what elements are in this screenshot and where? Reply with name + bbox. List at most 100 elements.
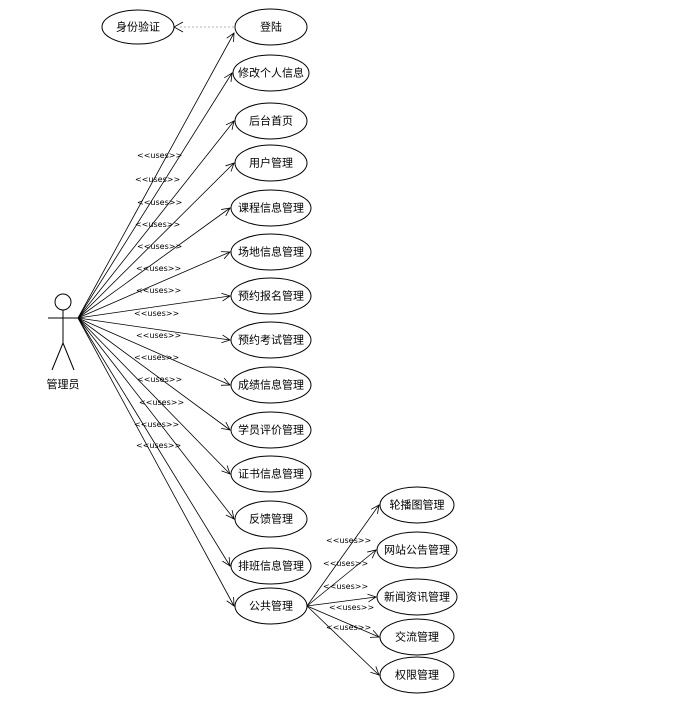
sub-use-case-label: 轮播图管理 xyxy=(390,498,445,512)
association-arrowhead xyxy=(225,120,235,130)
association-arrowhead xyxy=(225,162,235,172)
sub-association-line xyxy=(306,605,380,638)
stereotype-label: <<uses>> xyxy=(137,198,182,207)
sub-use-case-label: 交流管理 xyxy=(395,630,439,644)
stereotype-label: <<uses>> xyxy=(134,309,179,318)
stereotype-label: <<uses>> xyxy=(137,151,182,160)
stereotype-label: <<uses>> xyxy=(134,420,179,429)
association-line xyxy=(77,317,235,607)
sub-association-arrowhead xyxy=(369,629,380,638)
sub-use-case-ellipse xyxy=(379,618,455,656)
sub-stereotype-label: <<uses>> xyxy=(326,623,371,632)
sub-use-case-ellipse xyxy=(379,656,455,694)
use-case-label: 预约报名管理 xyxy=(238,289,304,303)
actor-head xyxy=(54,293,72,311)
sub-association-line xyxy=(306,605,380,676)
sub-stereotype-label: <<uses>> xyxy=(323,559,368,568)
association-line xyxy=(77,251,231,319)
public-sub-stereotypes: <<uses>> <<uses>> <<uses>> <<uses>> <<uses>> xyxy=(323,536,374,632)
association-line xyxy=(77,32,235,319)
association-line xyxy=(77,317,231,431)
association-arrowhead xyxy=(220,377,231,386)
use-case-ellipse xyxy=(234,500,308,538)
association-line xyxy=(77,317,235,520)
association-line xyxy=(77,317,231,341)
main-use-cases: 登陆修改个人信息后台首页用户管理课程信息管理场地信息管理预约报名管理预约考试管理… xyxy=(230,8,312,625)
stereotype-label: <<uses>> xyxy=(136,441,181,450)
sub-association-line xyxy=(306,504,380,607)
sub-use-case-ellipse xyxy=(376,578,458,616)
actor-name: 管理员 xyxy=(47,377,80,391)
use-case-ellipse xyxy=(230,455,312,493)
use-case-label: 学员评价管理 xyxy=(238,423,304,437)
association-arrowhead xyxy=(226,32,235,43)
use-case-auth xyxy=(101,9,175,45)
association-arrowhead xyxy=(221,465,231,475)
use-case-label: 排班信息管理 xyxy=(238,559,304,573)
association-arrowhead xyxy=(221,334,231,344)
actor-left-leg xyxy=(51,342,64,371)
sub-use-case-label: 新闻资讯管理 xyxy=(384,590,450,604)
association-line xyxy=(77,295,231,319)
sub-association-arrowhead xyxy=(370,504,380,514)
sub-association-arrowhead xyxy=(367,549,377,559)
use-case-ellipse xyxy=(232,54,310,92)
sub-stereotype-label: <<uses>> xyxy=(329,603,374,612)
association-arrowhead xyxy=(221,421,231,431)
association-line xyxy=(77,317,231,386)
use-case-label: 证书信息管理 xyxy=(238,467,304,481)
association-lines xyxy=(77,32,235,607)
stereotype-label: <<uses>> xyxy=(134,353,179,362)
auth-relation: 身份验证 xyxy=(101,9,235,45)
association-line xyxy=(77,317,231,567)
stereotype-label: <<uses>> xyxy=(136,331,181,340)
use-case-label: 登陆 xyxy=(260,20,282,34)
use-case-label: 公共管理 xyxy=(249,599,293,613)
use-case-ellipse xyxy=(230,411,312,449)
use-case-ellipse xyxy=(230,233,312,271)
stereotype-label: <<uses>> xyxy=(136,286,181,295)
association-arrowhead xyxy=(220,251,231,260)
stereotype-label: <<uses>> xyxy=(139,398,184,407)
use-case-label: 预约考试管理 xyxy=(238,333,304,347)
association-arrowhead xyxy=(226,596,235,607)
association-arrowhead xyxy=(221,292,231,302)
actor-right-leg xyxy=(62,342,75,371)
sub-use-case-label: 权限管理 xyxy=(395,668,439,682)
use-case-ellipse xyxy=(230,189,312,227)
use-case-label: 课程信息管理 xyxy=(238,201,304,215)
use-case-auth-label: 身份验证 xyxy=(116,20,160,34)
public-sub-lines xyxy=(306,504,380,676)
use-case-label: 用户管理 xyxy=(249,156,293,170)
association-arrowhead xyxy=(224,72,233,82)
association-line xyxy=(77,317,231,475)
association-line xyxy=(77,162,235,319)
use-case-ellipse xyxy=(234,144,308,182)
stereotype-label: <<uses>> xyxy=(136,264,181,273)
association-arrowhead xyxy=(221,207,231,217)
use-case-ellipse xyxy=(230,547,312,585)
use-case-label: 修改个人信息 xyxy=(238,66,304,80)
sub-association-arrowhead xyxy=(370,666,380,676)
sub-association-arrowhead xyxy=(367,593,377,603)
stereotype-label: <<uses>> xyxy=(135,220,180,229)
sub-stereotype-label: <<uses>> xyxy=(326,536,371,545)
sub-stereotype-label: <<uses>> xyxy=(323,582,368,591)
stereotype-label: <<uses>> xyxy=(135,175,180,184)
sub-association-line xyxy=(306,596,377,607)
use-case-ellipse xyxy=(230,321,312,359)
association-line xyxy=(77,120,235,319)
association-line xyxy=(77,207,231,319)
stereotype-label: <<uses>> xyxy=(137,375,182,384)
use-case-label: 成绩信息管理 xyxy=(238,378,304,392)
use-case-ellipse xyxy=(234,8,308,46)
use-case-ellipse xyxy=(230,366,312,404)
association-line xyxy=(77,72,233,319)
sub-use-case-label: 网站公告管理 xyxy=(384,543,450,557)
sub-association-line xyxy=(306,549,377,607)
sub-use-case-ellipse xyxy=(379,486,455,524)
use-case-ellipse xyxy=(234,102,308,140)
use-case-label: 反馈管理 xyxy=(249,512,293,526)
